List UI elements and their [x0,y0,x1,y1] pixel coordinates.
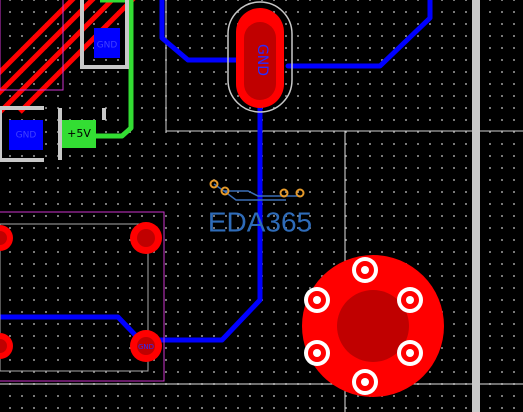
logo-via-3 [279,188,289,198]
bottom-trace-bottom-left[interactable] [0,314,143,343]
pad-top[interactable] [94,28,120,58]
component-courtyard-top-left [0,0,64,91]
logo-via-2 [220,186,230,196]
header-pin-4-net-label: GND [138,343,154,351]
logo-trace [213,183,300,197]
crystal-net-label: GND [254,44,270,76]
pad-plus5v-net-label: +5V [67,127,91,140]
pad-silkscreen-brackets [0,0,129,162]
bottom-trace-top-right[interactable] [285,0,433,69]
watermark-text: EDA365 [208,206,312,237]
pad-left-net-label: GND [16,131,37,141]
header-pin-1-hole [0,231,7,245]
header-pin-2-hole [137,229,155,247]
bottom-trace-center-vertical[interactable] [147,87,263,343]
bottom-trace-top-left[interactable] [159,0,241,63]
board-edge-silkscreen [472,0,480,412]
pad-plus5v[interactable] [62,120,96,148]
component-courtyard-header [0,211,165,382]
crystal-pad-hole [244,22,276,100]
connector-pins [304,257,423,395]
logo-via-1 [209,179,219,189]
header-pin-4-hole [137,337,155,355]
connector-center-hole [337,290,409,362]
crystal-silkscreen-outline [227,1,293,113]
pad-top-net-label: GND [97,41,118,51]
header-pin-3-hole [0,339,7,353]
pad-left[interactable] [9,120,43,150]
net-trace-plus5v[interactable] [96,0,134,139]
logo-via-4 [295,188,305,198]
eda365-logo: EDA365 [208,179,312,237]
component-silkscreen-header [0,223,149,372]
